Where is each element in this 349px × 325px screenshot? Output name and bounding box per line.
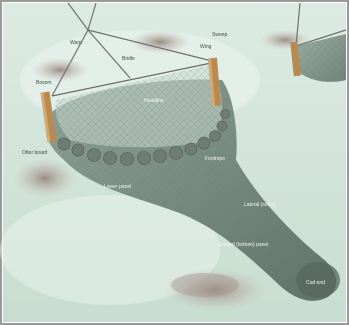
rock-patch: [32, 58, 88, 82]
label-bridle: Bridle: [122, 56, 135, 62]
label-wing: Wing: [200, 44, 212, 50]
rock-patch: [13, 158, 77, 198]
label-otter-board: Otter board: [22, 150, 48, 156]
label-sweep: Sweep: [212, 32, 228, 38]
label-headline: Headline: [144, 98, 164, 104]
label-codend: Cod end: [306, 280, 325, 286]
label-footrope: Footrope: [205, 156, 225, 162]
label-bosom: Bosom: [36, 80, 52, 86]
label-lower-panel: Lower panel: [104, 184, 131, 190]
rock-patch: [130, 30, 190, 54]
label-ground-panel: Ground (bottom) panel: [218, 242, 268, 248]
rock-patch: [163, 268, 267, 312]
label-warp: Warp: [70, 40, 82, 46]
label-side-panel: Lateral (sides): [244, 202, 276, 208]
